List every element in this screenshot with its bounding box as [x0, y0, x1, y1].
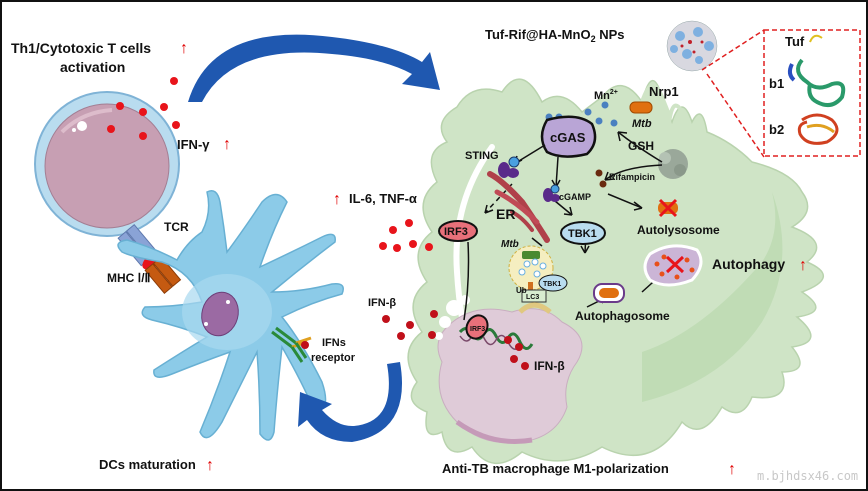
dashed-inset-box	[763, 29, 861, 157]
tbk1-small-node	[538, 274, 568, 292]
irf3-node[interactable]	[438, 220, 478, 242]
cgamp-sting-icon	[543, 184, 560, 202]
autophagosome-label: Autophagosome	[575, 309, 670, 323]
increase-arrow-icon: ↑	[799, 257, 807, 274]
phagophore-icon	[518, 302, 552, 314]
irf3-label: IRF3	[444, 226, 468, 238]
ifn-beta-dots	[382, 310, 529, 370]
tuf-label: Tuf	[785, 34, 805, 49]
irf3-nucleus-node	[465, 314, 489, 340]
mhc-label: MHC Ⅰ/Ⅱ	[107, 271, 150, 285]
increase-arrow-icon: ↑	[206, 457, 214, 474]
sting-label: STING	[465, 150, 499, 162]
rifampicin-dot	[595, 169, 603, 177]
endoplasmic-reticulum	[487, 171, 550, 243]
ifn-gamma-label: IFN-γ	[177, 137, 210, 152]
protein-structure-inset	[701, 29, 861, 158]
il6-tnf-dots	[379, 219, 433, 252]
ub-label: Ub	[516, 286, 527, 295]
t-cell	[34, 91, 180, 237]
increase-arrow-icon: ↑	[223, 136, 231, 153]
increase-arrow-icon: ↑	[180, 40, 188, 57]
increase-arrow-icon: ↑	[333, 191, 341, 208]
mtb-label-top: Mtb	[632, 118, 652, 130]
nuclear-pore-vesicles	[435, 295, 470, 340]
tcr-label: TCR	[164, 220, 189, 234]
irf3-nucleus-label: IRF3	[470, 326, 485, 333]
mno2-aggregate-icon	[658, 149, 688, 179]
mn-label: Mn2+	[594, 89, 618, 102]
curved-arrow-icon	[188, 34, 440, 102]
il6-tnf-label: IL-6, TNF-α	[349, 191, 417, 206]
tbk1-small-label: TBK1	[543, 281, 561, 288]
dendritic-cell	[117, 190, 344, 441]
cgas-label: cGAS	[550, 130, 586, 145]
autolysosome-label: Autolysosome	[637, 223, 720, 237]
ifn-receptor-icon	[271, 326, 312, 363]
autophagosome-icon	[593, 283, 625, 303]
gsh-label: GSH	[628, 139, 654, 153]
watermark: m.bjhdsx46.com	[757, 469, 858, 483]
tbk1-node[interactable]	[560, 221, 606, 245]
protein-b1-icon	[796, 58, 846, 108]
m1-polarization-label: Anti-TB macrophage M1-polarization	[442, 461, 669, 476]
curved-arrow-icon	[298, 362, 402, 442]
sting-protein-icon	[498, 156, 520, 178]
rifampicin-label: Rifampicin	[609, 172, 655, 182]
cgas-blob	[540, 115, 597, 158]
er-label: ER	[496, 206, 515, 222]
dcs-maturation-label: DCs maturation	[99, 457, 196, 472]
lc3-box	[521, 289, 547, 303]
b2-label: b2	[769, 122, 784, 137]
mtb-bacterium-icon	[629, 101, 653, 114]
ifn-beta-nucleus-label: IFN-β	[534, 359, 565, 373]
ifn-beta-label: IFN-β	[368, 297, 396, 309]
protein-b2-icon	[797, 113, 839, 145]
nrp1-label: Nrp1	[649, 84, 679, 99]
flow-arrow-bottom	[298, 362, 402, 442]
rifampicin-dot	[599, 180, 607, 188]
receptor-label: receptor	[311, 352, 356, 364]
activation-label: activation	[60, 59, 125, 75]
blocked-autolysosome-icon	[658, 198, 678, 218]
t-cells-label: Th1/Cytotoxic T cells	[11, 40, 151, 56]
cgamp-label: cGAMP	[559, 192, 591, 202]
ifns-label: IFNs	[322, 337, 346, 349]
nanoparticle-label: Tuf-Rif@HA-MnO2 NPs	[485, 27, 625, 44]
mtb-label-mid: Mtb	[501, 239, 519, 250]
tbk1-label: TBK1	[568, 228, 597, 240]
ifn-gamma-dots	[107, 77, 180, 140]
increase-arrow-icon: ↑	[728, 461, 736, 478]
autophagy-label: Autophagy	[712, 256, 785, 272]
nanoparticle-icon	[666, 20, 718, 72]
autolysosome-icon	[643, 244, 703, 287]
macrophage-shading	[642, 192, 783, 402]
flow-arrow-top	[188, 34, 440, 102]
lc3-label: LC3	[526, 294, 539, 301]
b1-label: b1	[769, 76, 784, 91]
